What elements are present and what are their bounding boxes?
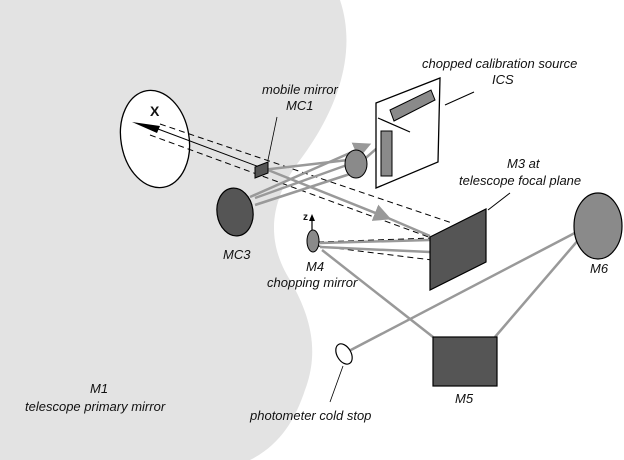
mobile-mirror-label: mobile mirror — [262, 82, 339, 97]
beam-path — [387, 216, 431, 238]
mc3-label: MC3 — [223, 247, 251, 262]
leader-line — [444, 91, 475, 106]
chopping-mirror-m4 — [306, 229, 320, 253]
mobile-mirror-mc1 — [254, 161, 269, 179]
beam-path — [321, 249, 434, 338]
pointer-arrow-icon — [132, 122, 160, 133]
primary-mirror-m1 — [0, 0, 347, 460]
beam-path — [319, 245, 431, 254]
ics-bar-vertical — [380, 130, 393, 177]
mirror-m6 — [573, 192, 623, 260]
ics-label: ICS — [492, 72, 514, 87]
mirror-m3 — [429, 208, 487, 291]
leader-line — [487, 192, 511, 211]
chopping-mirror-label: chopping mirror — [267, 275, 358, 290]
primary-mirror-label: telescope primary mirror — [25, 399, 166, 414]
cold-stop-label: photometer cold stop — [249, 408, 371, 423]
mirror-mc3 — [216, 187, 254, 237]
beam-path — [494, 223, 593, 338]
m5-label: M5 — [455, 391, 474, 406]
m1-label: M1 — [90, 381, 108, 396]
beam-path — [319, 238, 431, 245]
beam-path — [254, 172, 351, 207]
ics-chopper-line — [377, 117, 411, 133]
mc1-label: MC1 — [286, 98, 313, 113]
beam-path — [254, 163, 348, 200]
m3-label: M3 at — [507, 156, 541, 171]
ics-bar-horizontal — [389, 89, 436, 122]
photometer-cold-stop — [335, 343, 353, 365]
mirror-m5 — [432, 336, 498, 387]
leader-line — [329, 365, 344, 403]
sky-axis-line — [157, 128, 263, 169]
sky-ellipse — [119, 89, 191, 189]
m6-label: M6 — [590, 261, 609, 276]
intermediate-mirror — [344, 149, 368, 179]
m4-label: M4 — [306, 259, 324, 274]
calibration-source-label: chopped calibration source — [422, 56, 577, 71]
focal-plane-label: telescope focal plane — [459, 173, 581, 188]
dashed-beam-line — [317, 245, 433, 261]
dashed-beam-line — [317, 237, 433, 243]
leader-line — [267, 116, 278, 161]
beam-path — [261, 158, 349, 172]
z-axis-label: z — [303, 212, 308, 223]
beam-path — [346, 222, 593, 354]
beam-path-arrow — [267, 168, 392, 221]
sky-x-marker: X — [150, 103, 160, 119]
dashed-beam-line — [149, 134, 446, 244]
z-axis-arrow-icon — [309, 214, 315, 221]
